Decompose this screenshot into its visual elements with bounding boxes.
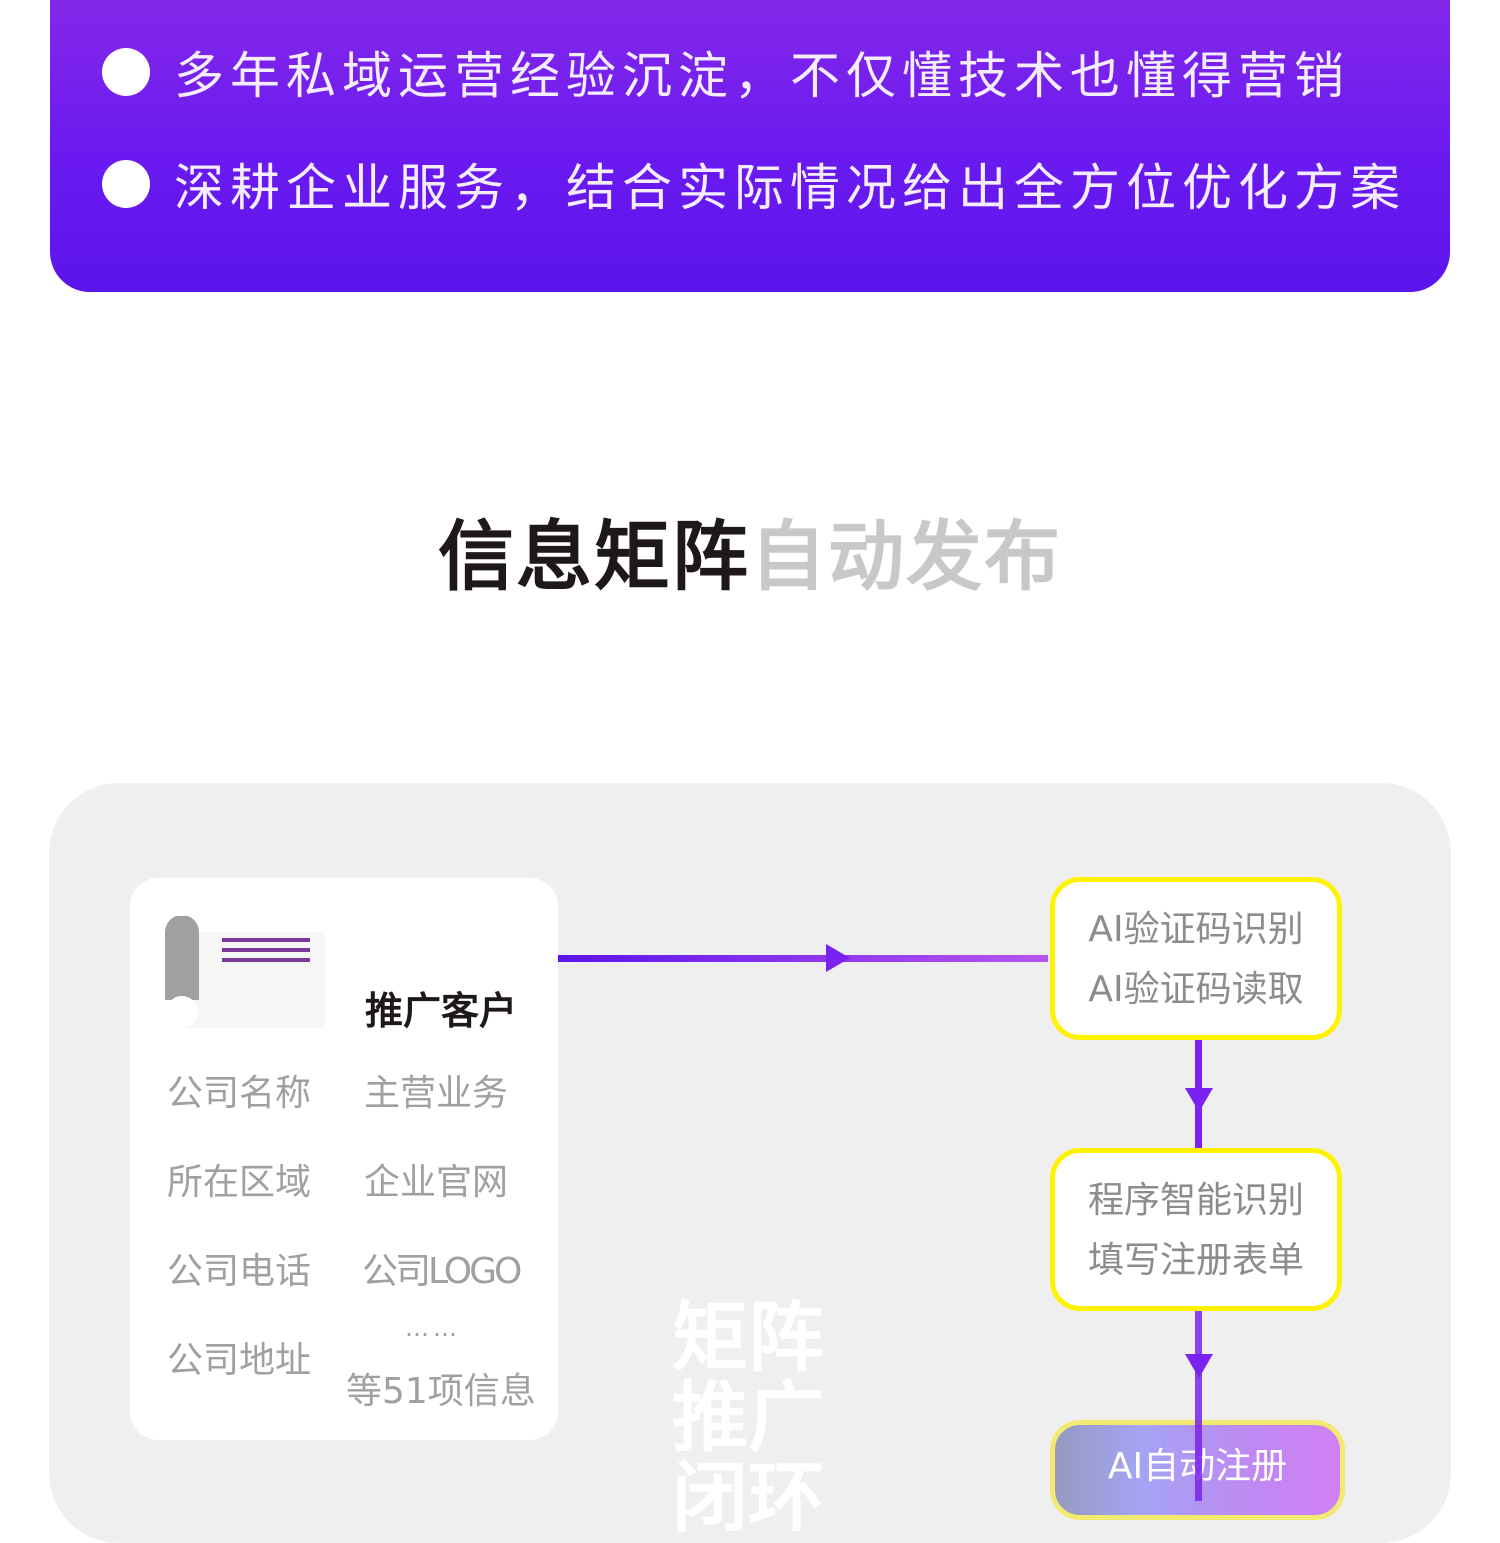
center-text-line: 矩阵 [672,1293,824,1382]
field-label: 公司LOGO [362,1251,522,1292]
step-text: 填写注册表单 [1087,1240,1304,1281]
bullet-text: 深耕企业服务，结合实际情况给出全方位优化方案 [174,159,1406,217]
connector-line [1195,1311,1202,1501]
scroll-document-icon [165,916,325,1028]
title-light: 自动发布 [750,512,1062,601]
center-text-line: 推广 [672,1373,824,1462]
arrow-right-icon [826,944,850,972]
ellipsis: …… [405,1314,461,1342]
field-label: 主营业务 [364,1073,509,1114]
bullet-item: 多年私域运营经验沉淀，不仅懂技术也懂得营销 [102,36,1350,108]
step-text: AI验证码识别 [1088,909,1304,950]
bullet-dot-icon [102,160,150,208]
arrow-down-icon [1185,1088,1213,1112]
bullet-dot-icon [102,48,150,96]
feature-banner [50,0,1450,292]
step-captcha-box: AI验证码识别 AI验证码读取 [1050,877,1342,1040]
title-dark: 信息矩阵 [438,512,750,601]
bullet-text: 多年私域运营经验沉淀，不仅懂技术也懂得营销 [174,47,1350,105]
card-title: 推广客户 [365,989,518,1033]
step-form-box: 程序智能识别填写注册表单 [1050,1148,1342,1311]
field-label: 公司名称 [167,1073,312,1114]
field-label: 公司电话 [167,1251,312,1292]
center-watermark-text: 矩阵推广闭环 [672,1298,832,1538]
field-label: 公司地址 [167,1340,312,1381]
section-title: 信息矩阵自动发布 [0,495,1500,605]
field-label: 企业官网 [364,1162,509,1203]
step-text: 程序智能识别 [1087,1180,1304,1221]
connector-line [558,955,1048,962]
step-text: AI验证码读取 [1088,969,1304,1010]
arrow-down-icon [1185,1354,1213,1378]
center-text-line: 闭环 [672,1453,824,1542]
bullet-item: 深耕企业服务，结合实际情况给出全方位优化方案 [102,148,1406,220]
more-fields-label: 等51项信息 [346,1371,536,1412]
field-label: 所在区域 [167,1162,312,1203]
